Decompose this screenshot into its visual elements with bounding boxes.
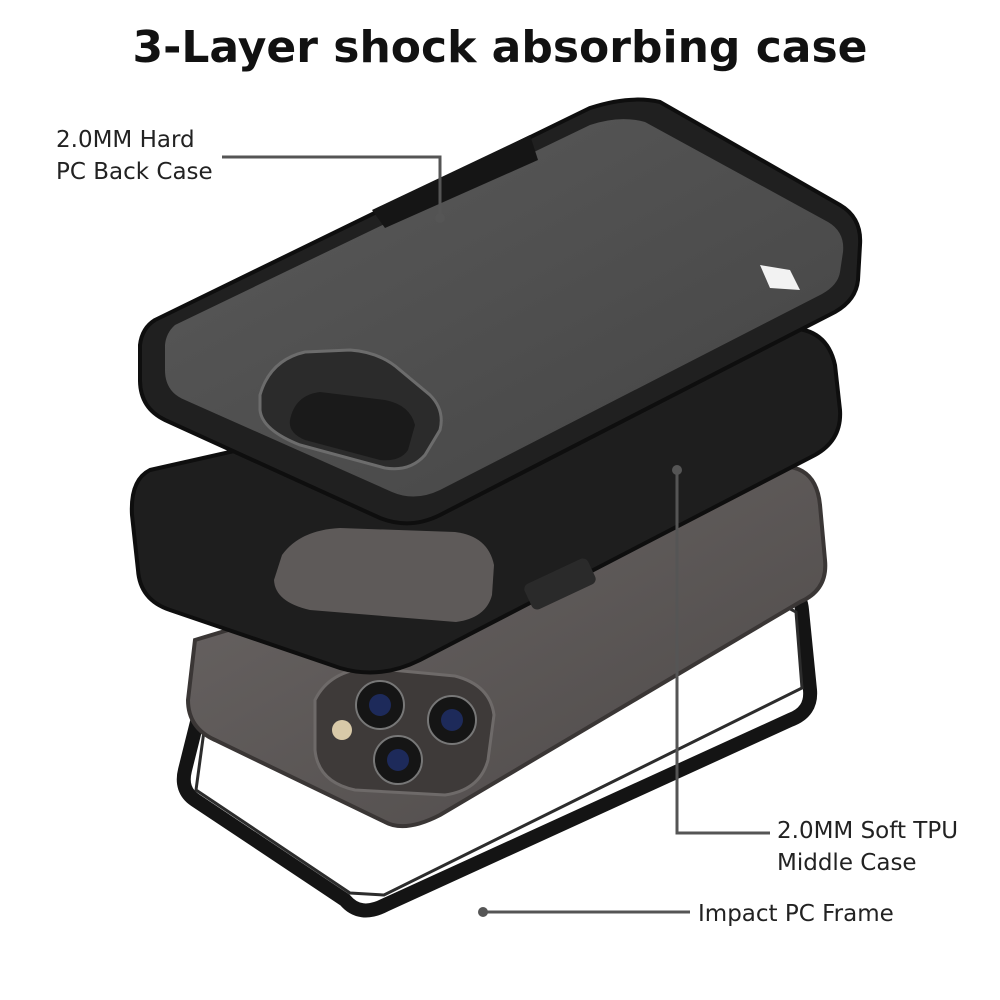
callout-leader-back-case xyxy=(222,155,445,223)
callout-leader-frame xyxy=(478,907,690,917)
flash-icon xyxy=(332,720,352,740)
camera-lens-icon xyxy=(355,680,405,730)
camera-lens-icon xyxy=(427,695,477,745)
page-title: 3-Layer shock absorbing case xyxy=(132,22,868,73)
callout-back-case: 2.0MM Hard PC Back Case xyxy=(56,124,213,188)
callout-frame-line1: Impact PC Frame xyxy=(698,901,894,927)
phone-body xyxy=(185,464,828,829)
callout-leader-middle-case xyxy=(672,465,770,835)
camera-lens-icon xyxy=(373,735,423,785)
pc-back-case xyxy=(138,97,863,526)
callout-frame: Impact PC Frame xyxy=(698,898,894,930)
callout-middle-case-line1: 2.0MM Soft TPU xyxy=(777,818,959,844)
tpu-middle-case xyxy=(129,326,843,675)
callout-middle-case-line2: Middle Case xyxy=(777,850,917,876)
callout-middle-case: 2.0MM Soft TPU Middle Case xyxy=(777,815,958,879)
callout-back-case-line1: 2.0MM Hard xyxy=(56,127,195,153)
callout-back-case-line2: PC Back Case xyxy=(56,159,213,185)
